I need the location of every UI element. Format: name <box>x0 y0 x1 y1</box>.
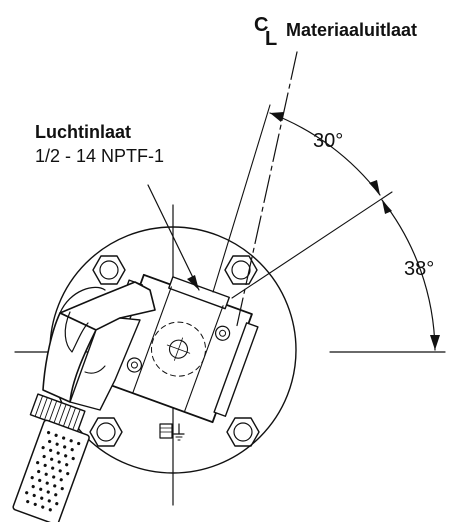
arrowhead-38-end <box>430 335 440 350</box>
angle-label-38: 38° <box>404 258 435 280</box>
air-inlet-title: Luchtinlaat <box>35 122 132 142</box>
angle-arc-38 <box>381 199 436 351</box>
angle-label-30: 30° <box>313 130 344 152</box>
ground-fitting <box>159 423 185 441</box>
material-outlet-label: Materiaaluitlaat <box>286 20 418 40</box>
mount-bolt-top-left <box>92 255 126 285</box>
mount-bolt-top-right <box>224 255 258 285</box>
angle-arc-30 <box>269 112 381 196</box>
arrowhead-38-start <box>382 200 392 214</box>
muffler <box>12 419 90 522</box>
material-outlet-centerline <box>235 51 298 331</box>
extension-line-30 <box>212 104 271 293</box>
arrowhead-30-start <box>270 112 284 122</box>
air-inlet-spec: 1/2 - 14 NPTF-1 <box>35 146 165 166</box>
air-inlet-leader-arrow <box>187 275 199 290</box>
arrowhead-30-end <box>369 180 380 195</box>
air-inlet-leader <box>147 184 200 291</box>
centerline-symbol-l: L <box>265 28 278 50</box>
motor-housing <box>42 281 156 411</box>
extension-line-38 <box>231 191 393 299</box>
mount-bolt-bottom-right <box>226 417 260 447</box>
centerline-symbol-c: C <box>254 14 269 36</box>
mount-bolt-bottom-left <box>89 417 123 447</box>
